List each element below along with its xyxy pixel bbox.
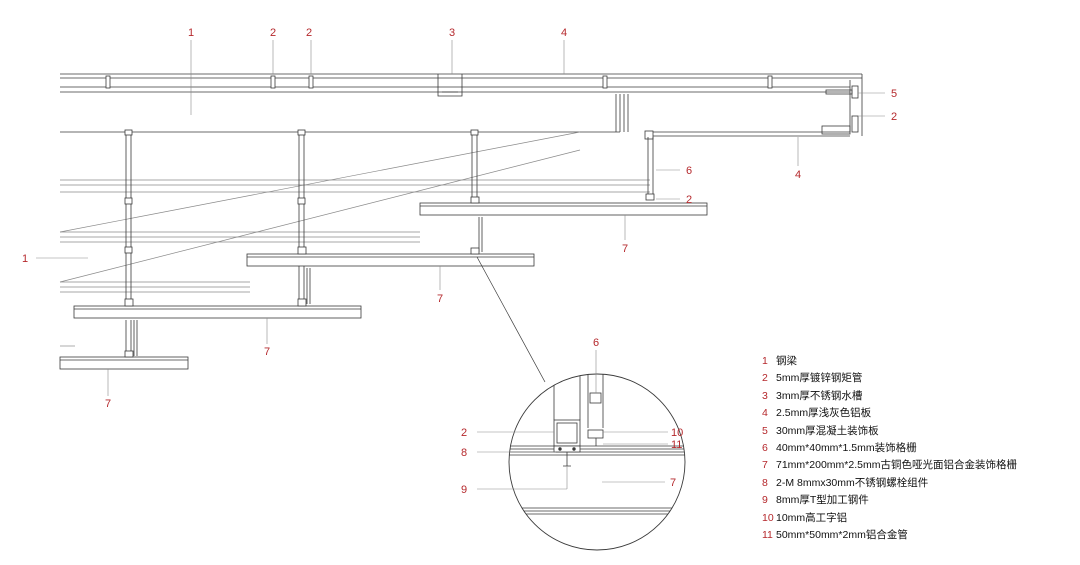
- steel-beam: [60, 94, 629, 133]
- legend-item: 9 8mm厚T型加工钢件: [762, 492, 1017, 509]
- gutter: [437, 74, 463, 97]
- roof-panel: [60, 73, 863, 136]
- callout-8: 8: [461, 447, 467, 459]
- callout-labels: 1 2 2 3 4 5 2 4 6 2 1 7 7 7 7 6 2 10 11 …: [22, 27, 897, 496]
- legend-number: 6: [762, 441, 768, 454]
- legend-text: 3mm厚不锈钢水槽: [776, 389, 863, 402]
- callout-11: 11: [671, 439, 682, 451]
- callout-6: 6: [686, 165, 692, 177]
- legend-text: 5mm厚镀锌钢矩管: [776, 372, 863, 385]
- legend-number: 10: [762, 511, 774, 524]
- callout-3: 3: [449, 27, 455, 39]
- detail-magnified: [508, 373, 686, 551]
- callout-7: 7: [264, 346, 270, 358]
- legend-number: 7: [762, 459, 768, 472]
- callout-4: 4: [561, 27, 567, 39]
- roof-fasteners: [105, 75, 773, 89]
- legend-text: 50mm*50mm*2mm铝合金管: [776, 528, 908, 541]
- end-detail: [644, 85, 859, 140]
- callout-2: 2: [306, 27, 312, 39]
- legend-text: 8mm厚T型加工钢件: [776, 494, 869, 507]
- legend-number: 3: [762, 389, 768, 402]
- legend-item: 1 钢梁: [762, 353, 1017, 370]
- detail-leader: [476, 256, 546, 383]
- legend-number: 4: [762, 407, 768, 420]
- legend-item: 5 30mm厚混凝土装饰板: [762, 423, 1017, 440]
- legend-text: 10mm高工字铝: [776, 511, 848, 524]
- callout-2: 2: [461, 427, 467, 439]
- callout-leaders: [36, 40, 885, 490]
- slat-clips: [124, 193, 655, 358]
- legend-number: 8: [762, 476, 768, 489]
- callout-1: 1: [188, 27, 194, 39]
- callout-2: 2: [686, 194, 692, 206]
- legend-number: 5: [762, 424, 768, 437]
- legend-number: 9: [762, 494, 768, 507]
- callout-6: 6: [593, 337, 599, 349]
- legend-item: 8 2-M 8mmx30mm不锈钢螺栓组件: [762, 475, 1017, 492]
- legend-text: 40mm*40mm*1.5mm装饰格栅: [776, 441, 917, 454]
- legend-number: 2: [762, 372, 768, 385]
- legend-item: 6 40mm*40mm*1.5mm装饰格栅: [762, 440, 1017, 457]
- legend-text: 钢梁: [776, 355, 797, 367]
- callout-7: 7: [105, 398, 111, 410]
- legend-number: 1: [762, 355, 768, 367]
- legend-item: 2 5mm厚镀锌钢矩管: [762, 370, 1017, 387]
- material-legend: 1 钢梁 2 5mm厚镀锌钢矩管 3 3mm厚不锈钢水槽 4 2.5mm厚浅灰色铝板 5…: [762, 353, 1017, 544]
- callout-10: 10: [671, 427, 683, 439]
- callout-4: 4: [795, 169, 801, 181]
- legend-text: 71mm*200mm*2.5mm古铜色哑光面铝合金装饰格栅: [776, 459, 1017, 472]
- grille-slats: [59, 202, 708, 370]
- callout-7: 7: [670, 477, 676, 489]
- callout-5: 5: [891, 88, 897, 100]
- callout-1: 1: [22, 253, 28, 265]
- hanger-rods: [124, 129, 654, 356]
- legend-item: 4 2.5mm厚浅灰色铝板: [762, 405, 1017, 422]
- callout-2: 2: [270, 27, 276, 39]
- callout-7: 7: [437, 293, 443, 305]
- legend-number: 11: [762, 528, 773, 541]
- callout-7: 7: [622, 243, 628, 255]
- legend-item: 7 71mm*200mm*2.5mm古铜色哑光面铝合金装饰格栅: [762, 457, 1017, 474]
- callout-9: 9: [461, 484, 467, 496]
- legend-text: 2-M 8mmx30mm不锈钢螺栓组件: [776, 476, 929, 489]
- legend-text: 2.5mm厚浅灰色铝板: [776, 407, 872, 420]
- legend-item: 3 3mm厚不锈钢水槽: [762, 388, 1017, 405]
- legend-text: 30mm厚混凝土装饰板: [776, 424, 879, 437]
- background-lines: [59, 131, 650, 347]
- callout-2: 2: [891, 111, 897, 123]
